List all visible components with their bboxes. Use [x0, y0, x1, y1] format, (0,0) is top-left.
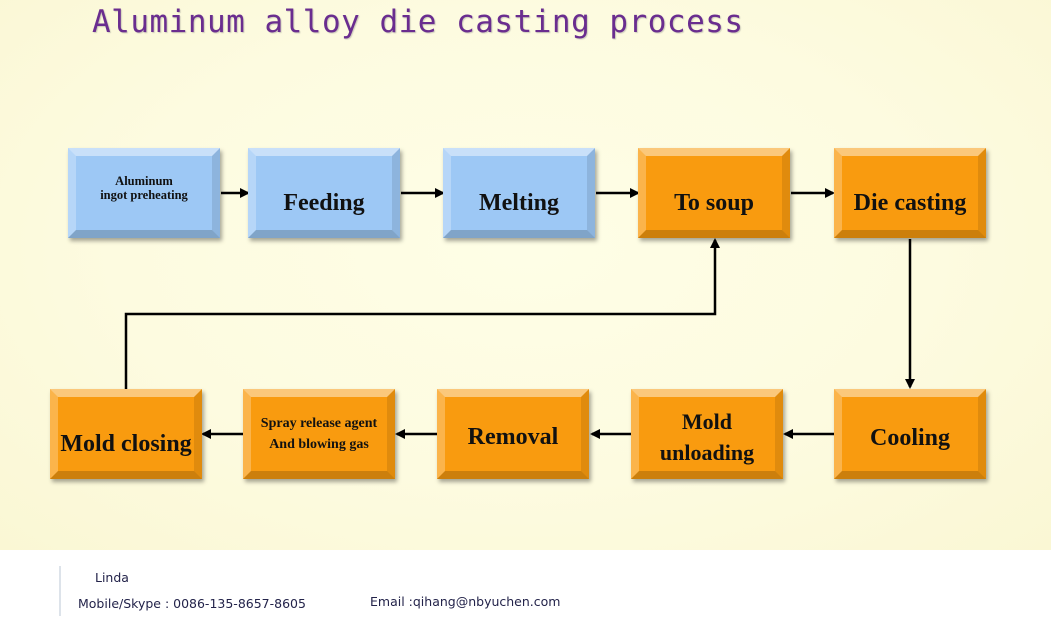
- step-spray-release: Spray release agent And blowing gas: [243, 389, 395, 479]
- step-melting-label: Melting: [479, 190, 559, 217]
- contact-name: Linda: [95, 570, 129, 585]
- step-feeding-label: Feeding: [283, 190, 365, 217]
- footer-divider: [59, 566, 61, 616]
- step-melting: Melting: [443, 148, 595, 238]
- step-cooling-label: Cooling: [869, 425, 950, 452]
- step-ingot-preheating: Aluminum ingot preheating: [68, 148, 220, 238]
- step-to-soup-label: To soup: [674, 190, 754, 217]
- step-mold-closing-label: Mold closing: [60, 431, 192, 458]
- step-mold-unloading-label: Mold unloading: [659, 409, 755, 465]
- step-spray-release-label: Spray release agent And blowing gas: [260, 416, 378, 452]
- diagram-canvas: Aluminum alloy die casting process Alumi…: [0, 0, 1051, 550]
- step-ingot-preheating-label: Aluminum ingot preheating: [100, 173, 188, 202]
- diagram-title: Aluminum alloy die casting process: [92, 4, 744, 40]
- step-die-casting: Die casting: [834, 148, 986, 238]
- step-feeding: Feeding: [248, 148, 400, 238]
- step-removal: Removal: [437, 389, 589, 479]
- step-die-casting-label: Die casting: [853, 190, 967, 217]
- contact-mobile: Mobile/Skype : 0086-135-8657-8605: [78, 596, 306, 611]
- contact-email[interactable]: Email :qihang@nbyuchen.com: [370, 594, 561, 609]
- flow-arrows: [124, 188, 915, 439]
- step-to-soup: To soup: [638, 148, 790, 238]
- step-mold-unloading: Mold unloading: [631, 389, 783, 479]
- arrow-closing-to-soup: [124, 238, 720, 389]
- step-mold-closing: Mold closing: [50, 389, 202, 479]
- step-cooling: Cooling: [834, 389, 986, 479]
- step-removal-label: Removal: [467, 424, 559, 451]
